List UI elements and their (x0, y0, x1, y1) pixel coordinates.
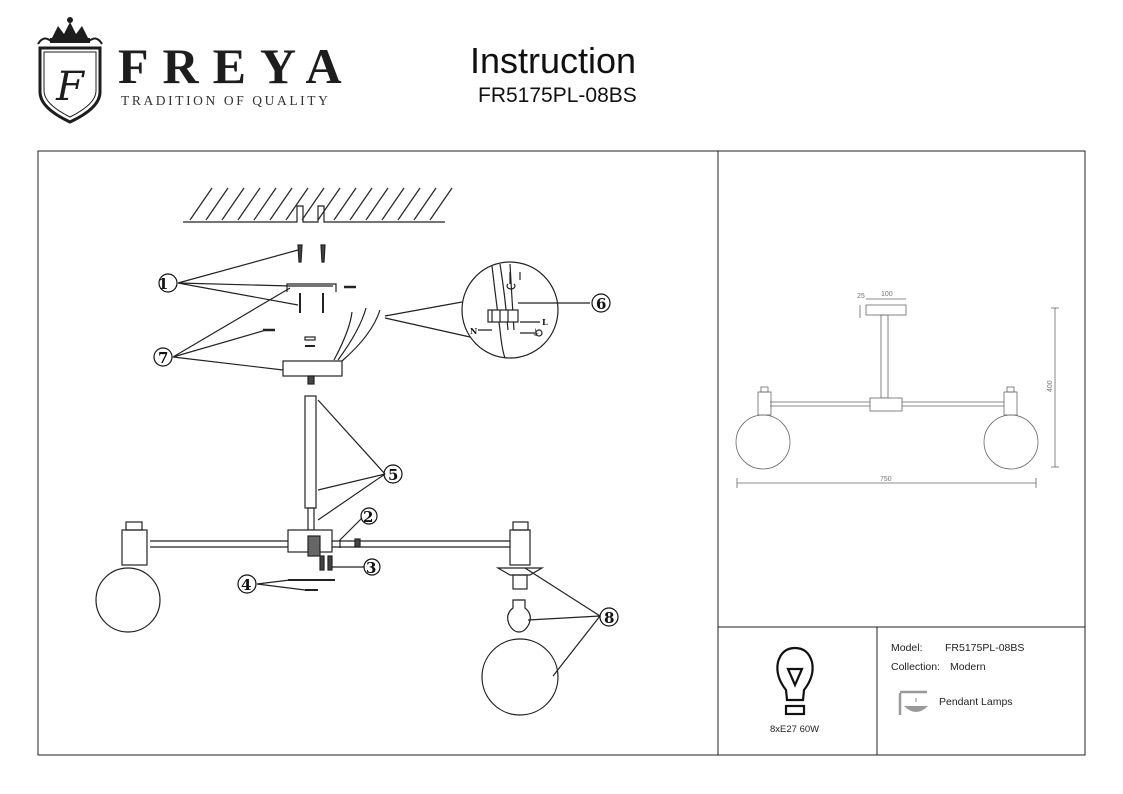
light-bulb-icon (776, 646, 814, 716)
canopy (282, 360, 343, 377)
page-title: Instruction (470, 40, 637, 81)
assembly-diagram (95, 187, 601, 716)
hatch-line (381, 187, 405, 221)
callout-3: 3 (366, 559, 376, 577)
callout-circles (153, 273, 619, 627)
hatch-line (301, 187, 325, 221)
callout-8: 8 (604, 609, 614, 627)
model-value: FR5175PL-08BS (945, 642, 1025, 654)
lamp-holder-right (509, 529, 531, 566)
spare-parts (288, 579, 335, 591)
dim-height: 400 (1047, 380, 1054, 392)
hatch-line (397, 187, 421, 221)
hatch-line (253, 187, 277, 221)
dim-width: 750 (880, 476, 892, 483)
hatch-line (429, 187, 453, 221)
wall-anchors (297, 244, 326, 313)
dimension-drawing (735, 298, 1059, 488)
hatch-line (413, 187, 437, 221)
lamp-arm (150, 540, 510, 548)
dim-canopy-width: 100 (881, 291, 893, 298)
extension-rod (304, 395, 317, 509)
brand-name: FREYA (118, 38, 356, 94)
callout-6: 6 (596, 295, 606, 313)
callout-labels: 1 2 3 4 5 6 7 8 (158, 275, 614, 627)
callout-4: 4 (241, 576, 251, 594)
callout-1: 1 (158, 275, 168, 293)
hatch-line (333, 187, 357, 221)
collection-label: Collection: (891, 661, 941, 673)
callout-7: 7 (158, 349, 168, 367)
ceiling-hatch (189, 187, 453, 221)
pendant-lamp-icon (898, 690, 928, 715)
hatch-line (189, 187, 213, 221)
hatch-line (365, 187, 389, 221)
hatch-line (317, 187, 341, 221)
callout-5: 5 (388, 466, 398, 484)
ground-label: ⏚ (531, 328, 541, 338)
outer-frame (37, 150, 1086, 756)
brand-tagline: TRADITION OF QUALITY (121, 93, 331, 108)
lamp-type-label: Pendant Lamps (939, 696, 1013, 708)
hatch-line (349, 187, 373, 221)
hatch-line (285, 187, 309, 221)
dim-canopy-height: 25 (857, 293, 865, 300)
dim-canopy (865, 304, 907, 316)
light-bulb (507, 599, 531, 633)
live-label: L (542, 317, 548, 327)
model-label: Model: (891, 642, 923, 654)
hatch-line (237, 187, 261, 221)
neutral-label: N (470, 326, 477, 336)
hatch-line (221, 187, 245, 221)
mounting-bracket (286, 283, 337, 292)
bulb-spec: 8xE27 60W (770, 724, 820, 735)
model-code: FR5175PL-08BS (478, 84, 637, 107)
collection-value: Modern (950, 661, 986, 673)
nut (304, 336, 316, 341)
hatch-line (269, 187, 293, 221)
glass-globe-right (481, 638, 559, 716)
glass-globe-left (95, 567, 161, 633)
lamp-holder-left (121, 529, 148, 566)
callout-2: 2 (363, 508, 373, 526)
hatch-line (205, 187, 229, 221)
